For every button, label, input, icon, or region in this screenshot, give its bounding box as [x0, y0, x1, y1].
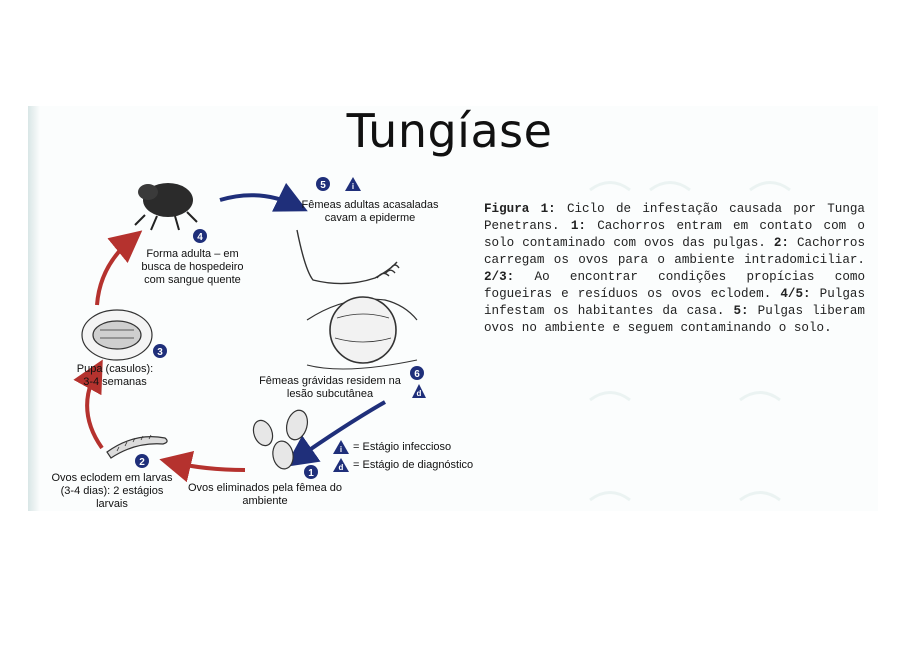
- step-badge-6: [410, 366, 424, 380]
- triangle-symbol-6: d: [417, 389, 422, 398]
- adult-flea-illustration: [134, 183, 198, 231]
- stage-2-label: Ovos eclodem em larvas(3-4 dias): 2 está…: [51, 472, 173, 510]
- legend-symbol-diagnostic: d: [339, 463, 344, 472]
- arrow-3-to-4: [95, 230, 143, 306]
- step-badge-2: [135, 454, 149, 468]
- subcutaneous-lesion-illustration: [306, 296, 418, 370]
- life-cycle-graphics: 1 2 3 4 5 6 i d i d: [73, 177, 426, 483]
- badge-number-3: 3: [157, 347, 163, 358]
- step-badge-4: [193, 229, 207, 243]
- figure-caption: Figura 1: Ciclo de infestação causada po…: [484, 202, 866, 335]
- legend-diagnostic-label: = Estágio de diagnóstico: [353, 459, 474, 471]
- background-pattern: [589, 181, 791, 502]
- triangle-symbol-5: i: [352, 182, 354, 191]
- badge-number-5: 5: [320, 180, 326, 191]
- step-badge-3: [153, 344, 167, 358]
- step-badge-5: [316, 177, 330, 191]
- arrow-1-to-2: [159, 451, 246, 483]
- legend-infective-label: = Estágio infeccioso: [353, 441, 452, 453]
- badge-number-2: 2: [139, 457, 145, 468]
- badge-number-6: 6: [414, 369, 420, 380]
- arrow-2-to-3: [73, 359, 104, 450]
- legend-symbol-infective: i: [340, 445, 342, 454]
- slide-background-edge: [28, 106, 40, 511]
- life-cycle-diagram: 1 2 3 4 5 6 i d i d Ovos eliminados pela…: [45, 170, 485, 515]
- larva-illustration: [106, 434, 168, 459]
- pupa-cocoon-illustration: [81, 309, 153, 361]
- infective-stage-triangle-5: [345, 177, 361, 191]
- stage-3-label: Pupa (casulos):3-4 semanas: [76, 363, 154, 388]
- slide-title: Tungíase: [346, 104, 553, 158]
- eggs-illustration: [252, 409, 309, 470]
- foot-illustration: [296, 229, 400, 285]
- badge-number-4: 4: [197, 232, 203, 243]
- legend-diagnostic-triangle: [333, 458, 349, 472]
- legend-infective-triangle: [333, 440, 349, 454]
- arrow-4-to-5: [219, 182, 308, 212]
- badge-number-1: 1: [308, 468, 314, 479]
- diagnostic-stage-triangle-6: [412, 384, 426, 398]
- arrow-6-to-1: [285, 400, 386, 467]
- step-badge-1: [304, 465, 318, 479]
- slide-background-band: [28, 106, 878, 511]
